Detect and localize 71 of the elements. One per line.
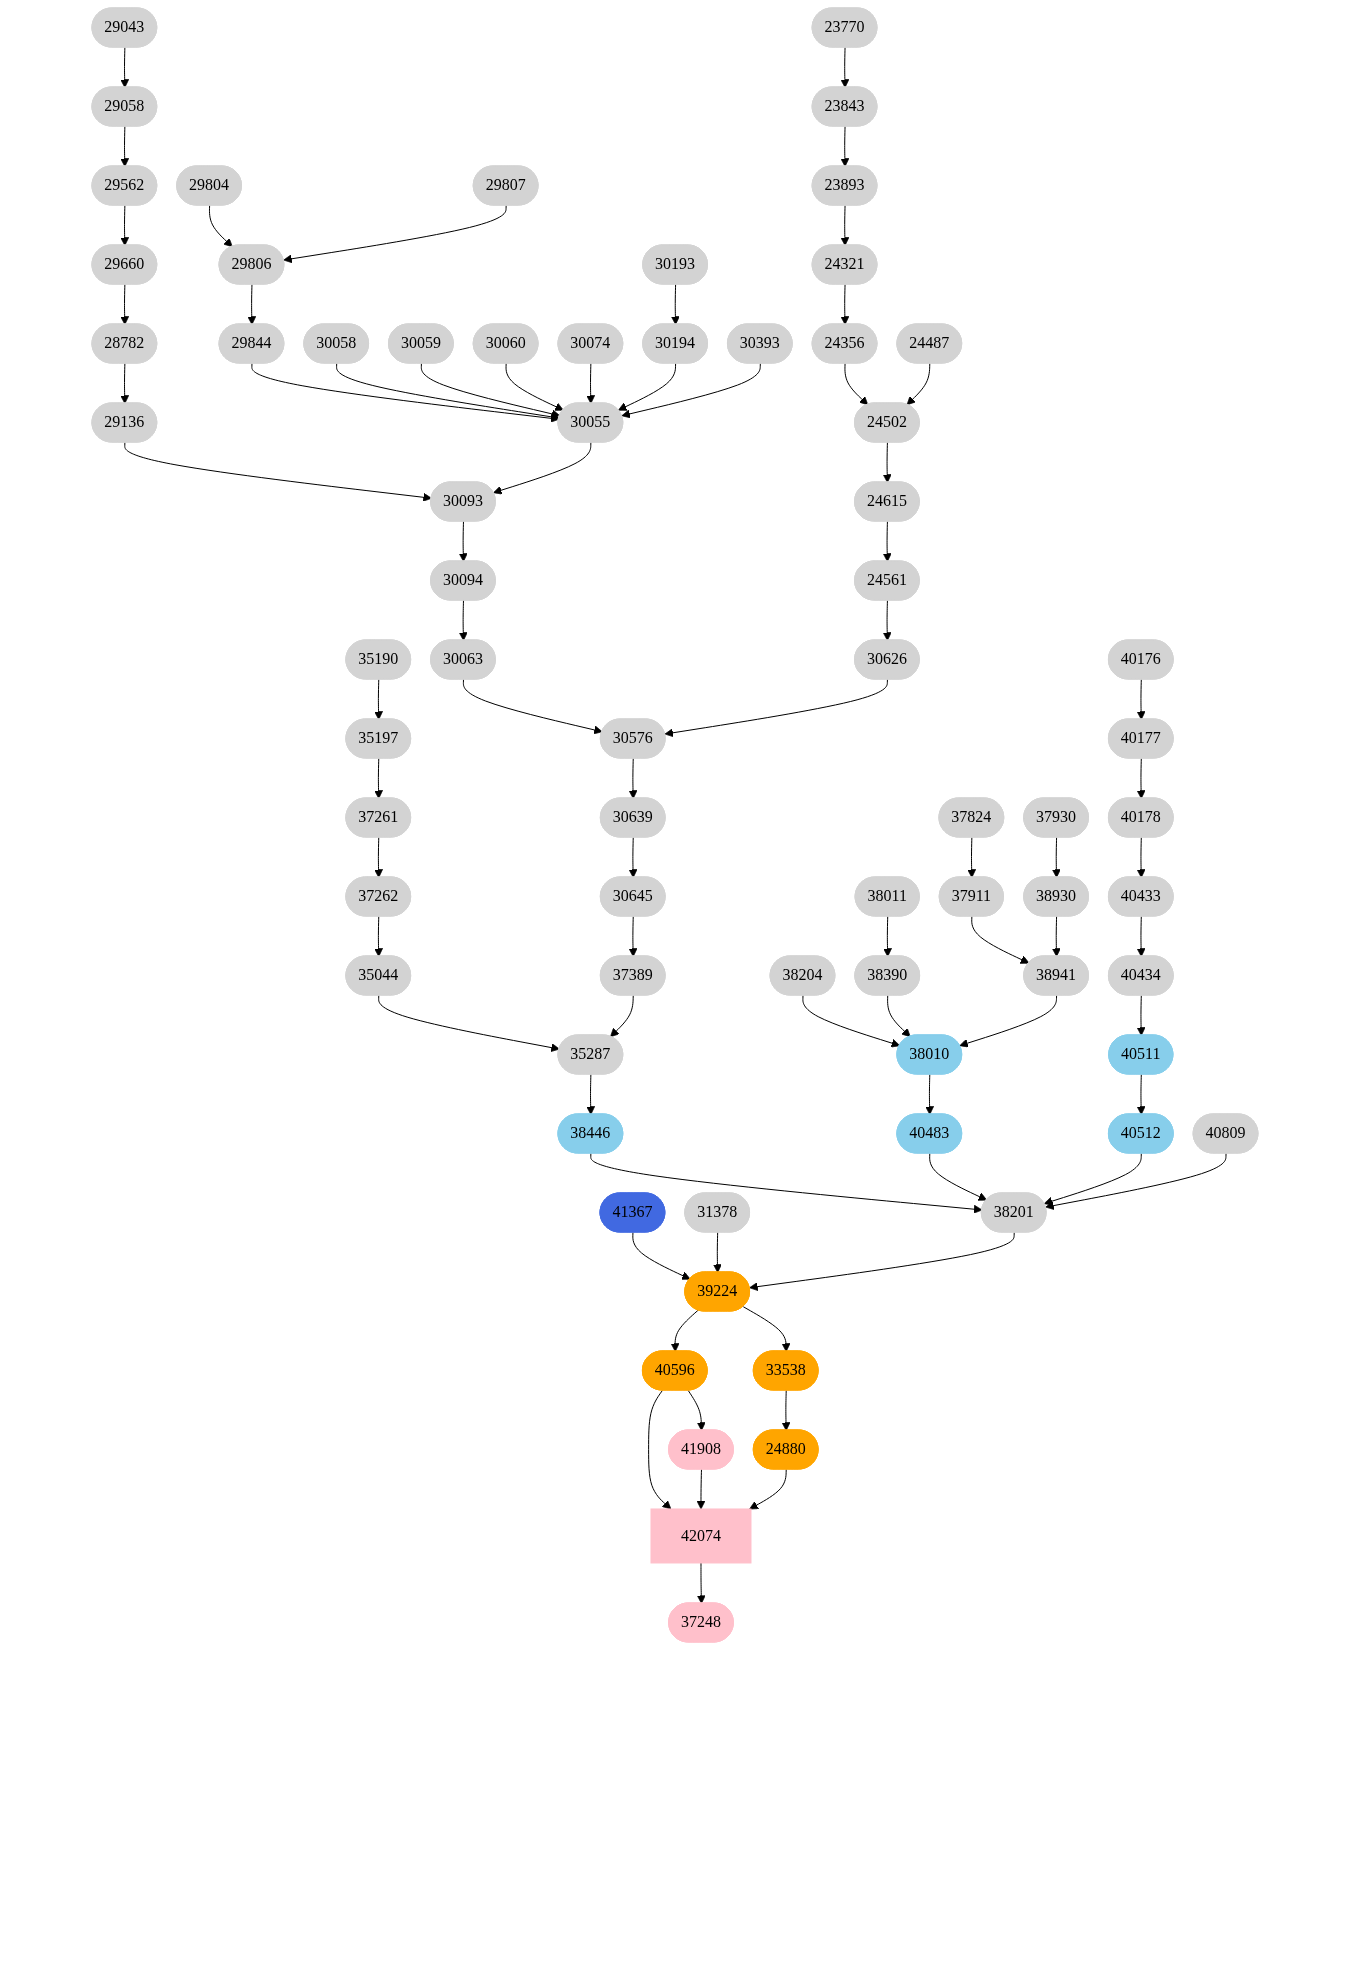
arrow [670,1309,699,1352]
arrow [713,1232,722,1273]
arrow [906,363,931,406]
arrow [749,1468,787,1510]
arrow [378,995,560,1052]
arrow [840,284,850,325]
arrow [505,363,564,411]
arrow [882,521,892,562]
arrow [632,1232,691,1280]
arrow [618,363,677,411]
arrow [628,758,638,799]
arrow [696,1468,706,1510]
arrow [628,916,638,957]
arrow [844,363,869,406]
arrow [1136,995,1146,1036]
arrow [648,1389,672,1510]
arrow [840,126,850,167]
arrow [959,995,1058,1048]
arrow [628,837,638,878]
arrow [120,47,130,88]
arrow [590,1153,983,1214]
arrow [120,126,130,167]
arrow [749,1232,1015,1291]
arrow [1052,916,1061,957]
arrow [882,600,892,641]
arrow [967,837,977,878]
arrow [1043,1153,1142,1206]
arrow [742,1306,791,1352]
arrow [1136,916,1146,957]
arrow [971,916,1030,964]
node-box: 42074 [650,1508,752,1564]
arrow [374,916,383,957]
arrow [925,1074,935,1115]
arrow [586,363,596,404]
arrow [374,837,383,878]
arrow [120,363,130,404]
arrow [458,600,468,641]
arrow [664,679,888,738]
arrow [209,205,233,248]
arrow [883,916,892,957]
arrow [1136,679,1146,720]
arrow [781,1389,791,1431]
arrow [1136,1074,1146,1115]
arrow [374,758,383,799]
arrow [687,1389,706,1431]
arrow [621,363,761,419]
arrow [1136,758,1146,799]
arrow [124,442,432,502]
arrow [462,679,603,735]
arrow [120,284,130,325]
arrow [802,995,901,1048]
arrow [251,363,560,423]
arrow [882,442,892,483]
arrow [283,205,507,264]
arrow [929,1153,988,1201]
arrow [420,363,561,419]
arrow [840,205,850,246]
arrow [458,521,468,562]
arrow [887,995,911,1038]
arrow [696,1562,706,1604]
arrow [840,47,850,88]
arrow [1052,837,1061,878]
arrow [374,679,383,720]
arrow [610,995,634,1038]
arrow [1136,837,1146,878]
arrow [1045,1153,1227,1210]
arrow [671,284,680,325]
arrow [493,442,592,495]
arrow [120,205,130,246]
arrow [247,284,257,325]
arrow [586,1074,596,1115]
